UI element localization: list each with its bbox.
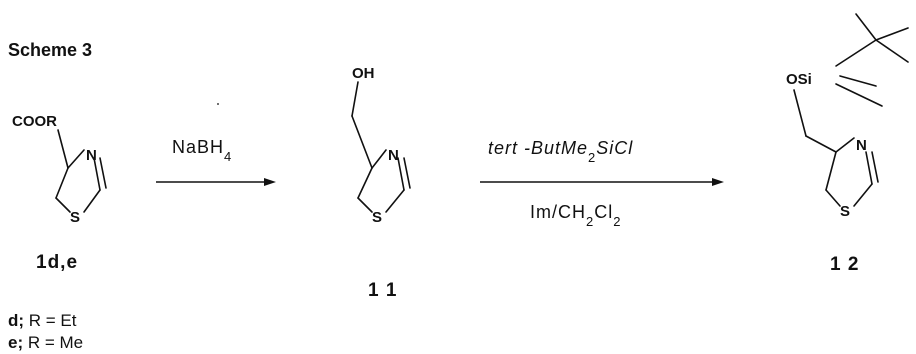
bond-c4-c5 (357, 167, 373, 199)
bond-c5-s (357, 197, 373, 213)
bond-si-cq (835, 39, 877, 67)
bond-tbu-me1 (855, 13, 877, 41)
ring-n: N (388, 147, 399, 164)
compound-label-12: 1 2 (830, 254, 859, 275)
bond-o-ch2 (793, 89, 807, 137)
bond-c4-n (67, 149, 85, 169)
compound-label-1de: 1d,e (36, 252, 78, 273)
ring-s: S (840, 203, 850, 220)
bond-c2-n-double-a (93, 157, 101, 191)
bond-c4-n (371, 149, 387, 169)
bond-c5-s (825, 189, 841, 207)
bond-si-me1 (839, 75, 877, 87)
bond-tbu-me3 (875, 39, 909, 63)
arrowhead-2 (712, 178, 724, 186)
scan-speck (217, 103, 219, 105)
bond-c2-n-double-b (99, 157, 107, 189)
reagent-tbscl: tert -ButMe2SiCl (488, 138, 633, 165)
bond-c4-c5 (825, 151, 837, 191)
bond-c4-c5 (55, 167, 69, 199)
ring-n: N (86, 147, 97, 164)
compound-11-structure: OH N S (351, 65, 411, 226)
ring-s: S (70, 209, 80, 226)
bond-c2-n-double-b (871, 151, 879, 183)
substituent-oh: OH (352, 65, 375, 82)
bond-c4-n (835, 137, 855, 153)
bond-c4-ch2 (351, 115, 373, 169)
bond-s-c2 (83, 189, 101, 213)
bond-si-me2 (835, 83, 883, 107)
bond-c2-n-double-b (403, 157, 411, 189)
bond-tbu-me2 (875, 27, 909, 41)
compound-12-structure: OSi N S (786, 13, 909, 220)
reagent-im-ch2cl2: Im/CH2Cl2 (530, 202, 621, 229)
scheme-title: Scheme 3 (8, 40, 92, 60)
arrowhead-1 (264, 178, 276, 186)
compound-1de-structure: COOR N S (12, 113, 107, 226)
bond-s-c2 (853, 183, 873, 207)
ring-s: S (372, 209, 382, 226)
legend-d: d; R = Et (8, 311, 77, 330)
bond-c2-n-double-a (397, 157, 405, 191)
bond-c4-substituent (57, 129, 69, 169)
legend-e: e; R = Me (8, 333, 83, 352)
bond-c5-s (55, 197, 71, 213)
bond-c2-n-double-a (865, 151, 873, 185)
bond-ch2-c4 (805, 135, 837, 153)
reagent-nabh4: NaBH4 (172, 137, 232, 164)
bond-ch2-oh (351, 81, 359, 117)
substituent-coor: COOR (12, 113, 57, 130)
bond-s-c2 (385, 189, 405, 213)
reaction-2: tert -ButMe2SiCl Im/CH2Cl2 (480, 138, 724, 229)
ring-n: N (856, 137, 867, 154)
compound-label-11: 1 1 (368, 280, 397, 301)
reaction-1: NaBH4 (156, 137, 276, 186)
substituent-osi: OSi (786, 71, 812, 88)
